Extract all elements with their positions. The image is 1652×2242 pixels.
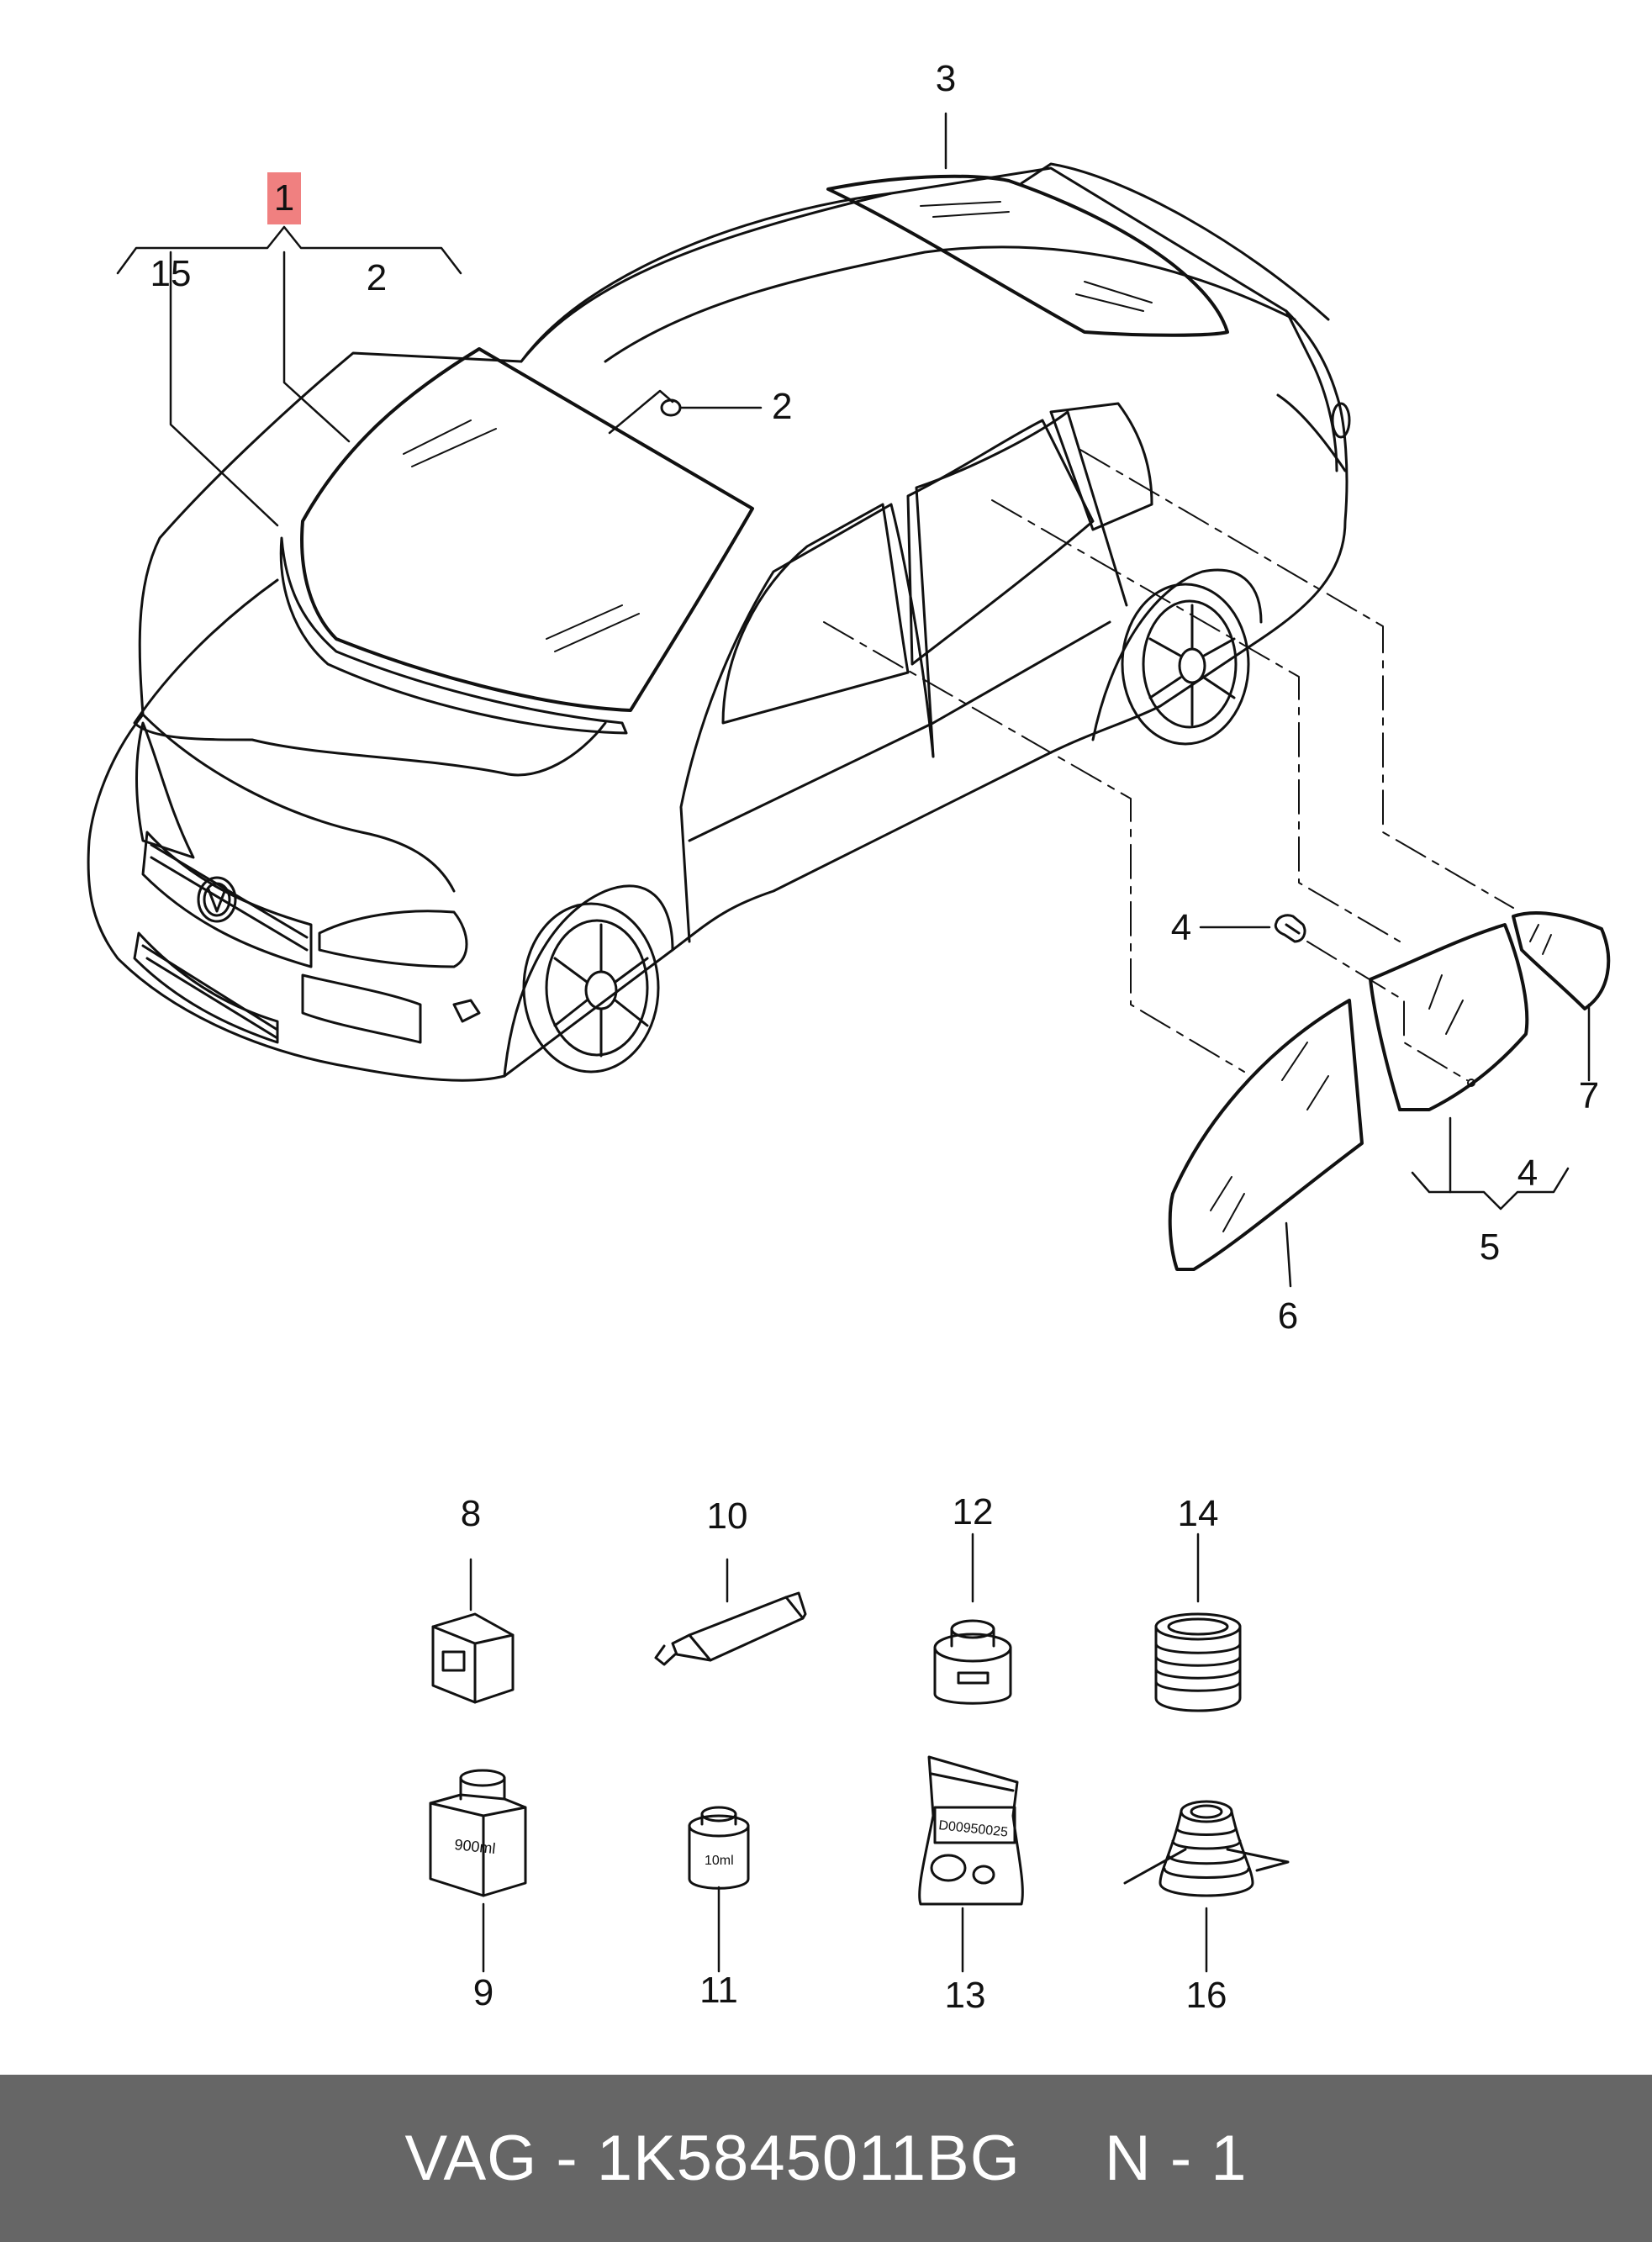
bottle-item-9 (429, 1769, 527, 1897)
footer-bar: VAG - 1K5845011BG N - 1 (0, 2075, 1652, 2242)
callout-12[interactable]: 12 (953, 1491, 994, 1532)
parts-diagram: 1 2 2 3 4 4 5 6 7 8 9 10 11 12 13 14 15 … (87, 58, 1611, 2016)
callout-1[interactable]: 1 (274, 177, 294, 219)
block-item-8 (431, 1612, 515, 1704)
dashed-lines (823, 449, 1514, 1081)
can-item-12 (933, 1619, 1012, 1705)
spool-item-14 (1154, 1612, 1242, 1712)
callout-1-highlight (267, 172, 301, 224)
clip-part-4 (1274, 914, 1306, 943)
page-indicator: N - 1 (1104, 2123, 1248, 2194)
callout-3[interactable]: 3 (936, 58, 956, 99)
windshield (279, 347, 754, 735)
sunroof-glass (826, 162, 1330, 337)
bottle-9-label: 900ml (454, 1836, 497, 1857)
quarter-glass (1512, 910, 1611, 1010)
callouts: 1 2 2 3 4 4 5 6 7 8 9 10 11 12 13 14 15 … (150, 58, 1600, 2016)
roof-clip-2 (660, 398, 682, 417)
part-number: VAG - 1K5845011BG (404, 2123, 1021, 2194)
tube-item-10 (654, 1591, 807, 1666)
callout-11[interactable]: 11 (699, 1970, 738, 2011)
callout-2[interactable]: 2 (772, 386, 792, 427)
callout-2[interactable]: 2 (367, 257, 387, 298)
car-body (87, 166, 1351, 1082)
callout-5[interactable]: 5 (1480, 1227, 1500, 1268)
leader-lines (116, 112, 1591, 1973)
callout-15[interactable]: 15 (150, 253, 192, 294)
bag-13-label: D00950025 (938, 1818, 1009, 1840)
bag-item-13 (918, 1755, 1024, 1906)
callout-14[interactable]: 14 (1178, 1493, 1219, 1534)
rear-door-glass (1369, 923, 1529, 1111)
callout-10[interactable]: 10 (707, 1496, 748, 1537)
callout-13[interactable]: 13 (945, 1975, 986, 2016)
callout-6[interactable]: 6 (1278, 1295, 1298, 1337)
callout-8[interactable]: 8 (461, 1493, 481, 1534)
front-door-glass (1168, 999, 1364, 1271)
bottle-11-label: 10ml (705, 1854, 734, 1868)
callout-4[interactable]: 4 (1517, 1153, 1538, 1194)
callout-4[interactable]: 4 (1171, 907, 1191, 948)
callout-7[interactable]: 7 (1579, 1075, 1599, 1116)
bottle-item-11 (688, 1806, 750, 1890)
cone-item-16 (1123, 1800, 1290, 1897)
callout-9[interactable]: 9 (473, 1972, 493, 2013)
callout-16[interactable]: 16 (1186, 1975, 1227, 2016)
